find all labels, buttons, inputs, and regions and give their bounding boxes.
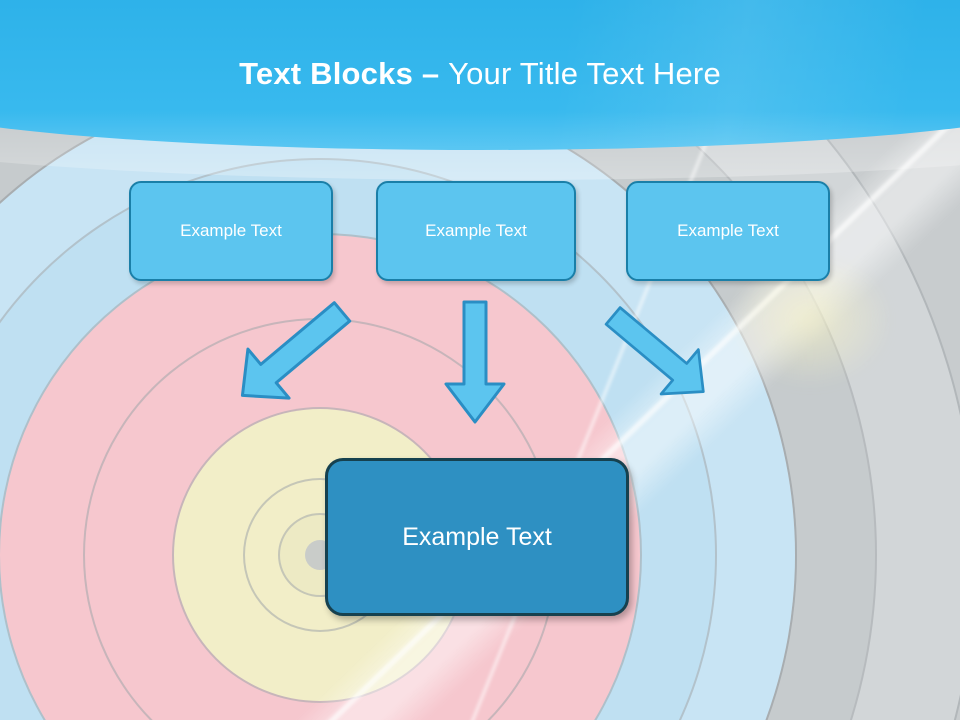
page-title-regular: Your Title Text Here <box>448 56 721 91</box>
header-band-soft-edge <box>0 0 960 180</box>
header-band-sheen <box>0 0 960 150</box>
arrow-down-icon <box>444 300 506 424</box>
page-title: Text Blocks – Your Title Text Here <box>0 55 960 93</box>
arrow-down-left-icon <box>604 306 705 396</box>
text-block-1-label: Example Text <box>180 221 282 240</box>
text-block-2-label: Example Text <box>425 221 527 240</box>
result-text-block-label: Example Text <box>402 522 552 551</box>
header-band <box>0 0 960 150</box>
text-block-3[interactable]: Example Text <box>626 181 830 281</box>
page-title-bold: Text Blocks – <box>239 56 449 91</box>
result-text-block[interactable]: Example Text <box>325 458 629 616</box>
text-block-3-label: Example Text <box>677 221 779 240</box>
text-block-1[interactable]: Example Text <box>129 181 333 281</box>
text-block-2[interactable]: Example Text <box>376 181 576 281</box>
arrow-down-right-icon <box>240 301 352 400</box>
